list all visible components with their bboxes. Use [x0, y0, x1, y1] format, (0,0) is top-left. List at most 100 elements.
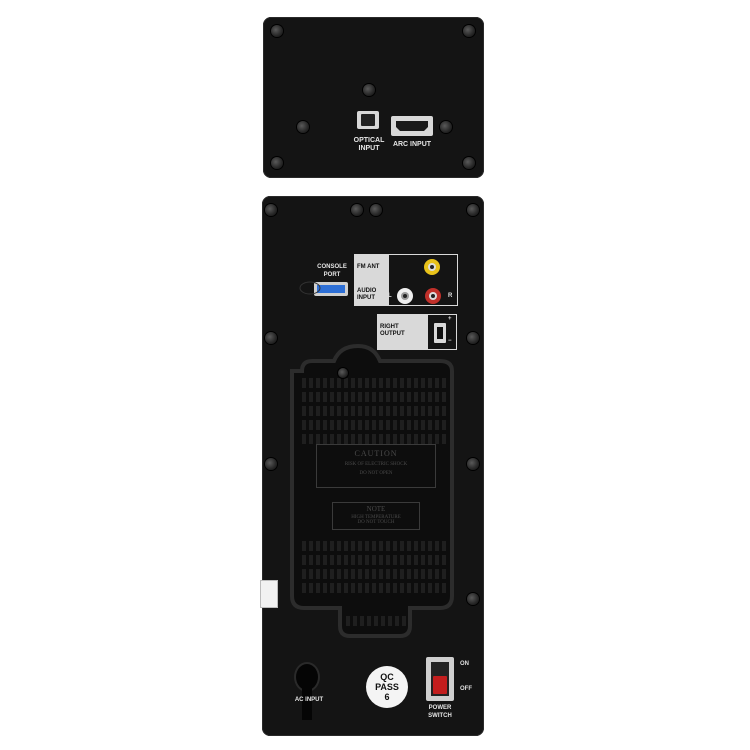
vent-slot: [353, 616, 357, 626]
jack-graphics: [290, 259, 454, 638]
caution-line1: RISK OF ELECTRIC SHOCK: [344, 462, 408, 467]
screw-icon: [467, 593, 479, 605]
vent-slot: [414, 569, 418, 579]
vent-slot: [400, 378, 404, 388]
vent-slot: [372, 434, 376, 444]
vent-slot: [344, 392, 348, 402]
vent-slot: [302, 569, 306, 579]
vent-slot: [367, 616, 371, 626]
vent-slot: [435, 583, 439, 593]
vent-slot: [323, 392, 327, 402]
vent-slot: [365, 378, 369, 388]
screw-icon: [467, 204, 479, 216]
vent-slot: [372, 569, 376, 579]
caution-plaque: CAUTION RISK OF ELECTRIC SHOCK DO NOT OP…: [316, 444, 436, 488]
vent-slot: [302, 583, 306, 593]
vent-slot: [442, 555, 446, 565]
vent-slot: [309, 555, 313, 565]
vent-slot: [365, 555, 369, 565]
vent-slot: [316, 406, 320, 416]
vent-slot: [407, 420, 411, 430]
vent-slot: [393, 406, 397, 416]
vent-slot: [386, 434, 390, 444]
vent-slot: [351, 569, 355, 579]
vent-slot: [372, 406, 376, 416]
note-line1: HIGH TEMPERATURE: [351, 515, 401, 520]
vent-slot: [435, 541, 439, 551]
vent-slot: [351, 583, 355, 593]
top-connector-panel: OPTICAL INPUT ARC INPUT: [263, 17, 484, 178]
ac-cable-strand: [302, 684, 312, 720]
screw-icon: [297, 121, 309, 133]
vent-slot: [316, 569, 320, 579]
vent-slot: [330, 569, 334, 579]
vent-slot: [337, 406, 341, 416]
vent-slot: [302, 420, 306, 430]
vent-slot: [309, 569, 313, 579]
vent-slot: [379, 420, 383, 430]
vent-slot: [374, 616, 378, 626]
vent-slot: [309, 541, 313, 551]
vent-slot: [337, 420, 341, 430]
screw-icon: [351, 204, 363, 216]
vent-slot: [407, 569, 411, 579]
vent-slot: [407, 406, 411, 416]
vent-slot: [393, 555, 397, 565]
screw-icon: [370, 204, 382, 216]
right-output-terminal[interactable]: [427, 314, 457, 350]
vent-slot: [379, 569, 383, 579]
vent-slot: [365, 434, 369, 444]
vent-slot: [414, 378, 418, 388]
vent-slot: [351, 420, 355, 430]
vent-slot: [351, 406, 355, 416]
vent-slot: [400, 406, 404, 416]
right-output-label: RIGHT OUTPUT: [380, 324, 405, 337]
vent-slot: [442, 420, 446, 430]
vent-slot: [337, 569, 341, 579]
vent-slot: [330, 420, 334, 430]
vent-slot: [414, 406, 418, 416]
vent-slot: [428, 406, 432, 416]
vent-slot: [344, 378, 348, 388]
vent-slot: [351, 378, 355, 388]
vent-slot: [414, 555, 418, 565]
screw-icon: [271, 157, 283, 169]
vent-slot: [393, 392, 397, 402]
vent-slot: [358, 420, 362, 430]
vent-slot: [344, 541, 348, 551]
vent-slot: [379, 555, 383, 565]
vent-slot: [358, 541, 362, 551]
vent-slot: [421, 406, 425, 416]
vent-slot: [330, 583, 334, 593]
vent-slot: [428, 569, 432, 579]
vent-slot: [428, 378, 432, 388]
vent-slot: [358, 569, 362, 579]
vent-slot: [323, 378, 327, 388]
vent-slot: [302, 406, 306, 416]
vent-slot: [365, 420, 369, 430]
vent-slot: [388, 616, 392, 626]
screw-icon: [463, 25, 475, 37]
vent-slot: [393, 378, 397, 388]
arc-hdmi-port[interactable]: [391, 116, 433, 136]
power-switch[interactable]: [426, 657, 454, 701]
vent-slot: [379, 392, 383, 402]
console-usb-port[interactable]: [314, 282, 348, 296]
plus-label: +: [448, 316, 452, 322]
vent-slot: [379, 406, 383, 416]
optical-input-port[interactable]: [357, 111, 379, 129]
vent-slot: [358, 406, 362, 416]
vent-slot: [386, 583, 390, 593]
minus-label: −: [448, 338, 452, 344]
vent-slot: [358, 378, 362, 388]
vent-slot: [435, 406, 439, 416]
vent-slot: [344, 583, 348, 593]
vent-slot: [358, 555, 362, 565]
vent-slot: [400, 583, 404, 593]
screw-icon: [265, 204, 277, 216]
vent-slot: [400, 541, 404, 551]
screw-icon: [338, 368, 348, 378]
vent-slot: [442, 434, 446, 444]
vent-slot: [393, 434, 397, 444]
caution-line2: DO NOT OPEN: [359, 471, 393, 476]
